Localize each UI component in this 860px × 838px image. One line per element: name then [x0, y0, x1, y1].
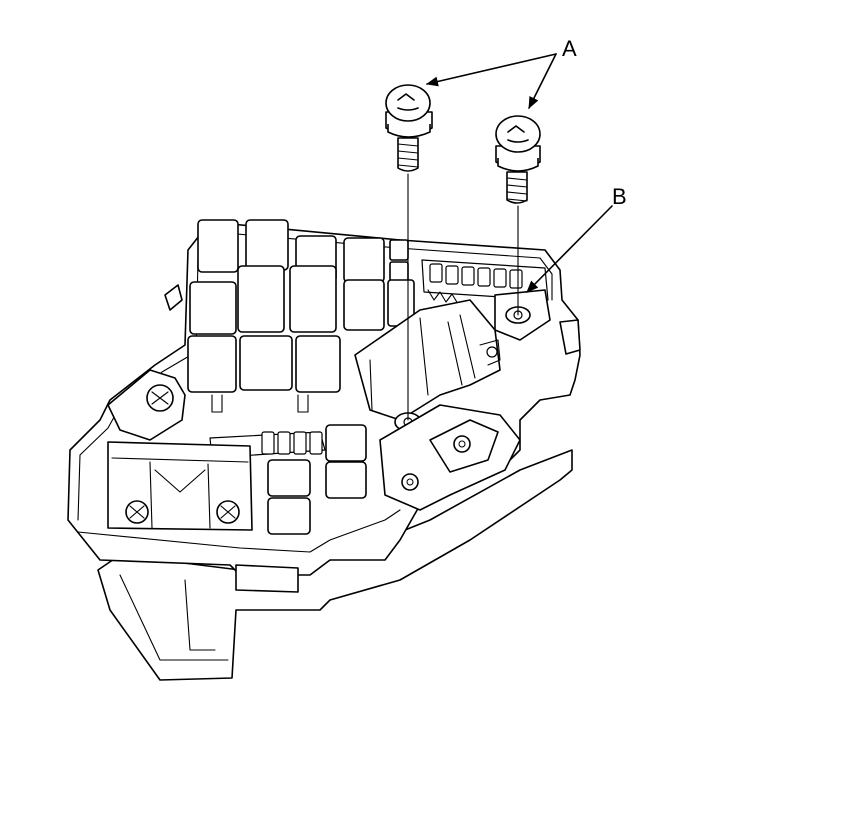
label-b: B: [612, 184, 627, 209]
screw-a-right: [495, 115, 541, 316]
terminal-block: [379, 404, 521, 511]
screw-a-left: [385, 84, 433, 421]
relay-block: [187, 219, 415, 413]
under-hood-fuse-relay-box: [67, 219, 581, 681]
front-connector: [107, 441, 253, 531]
label-a: A: [562, 36, 577, 61]
callout-b: B: [526, 184, 627, 293]
callout-a: A: [426, 36, 577, 109]
fuse-strip: [421, 259, 549, 305]
mini-fuse-area: [209, 424, 367, 535]
